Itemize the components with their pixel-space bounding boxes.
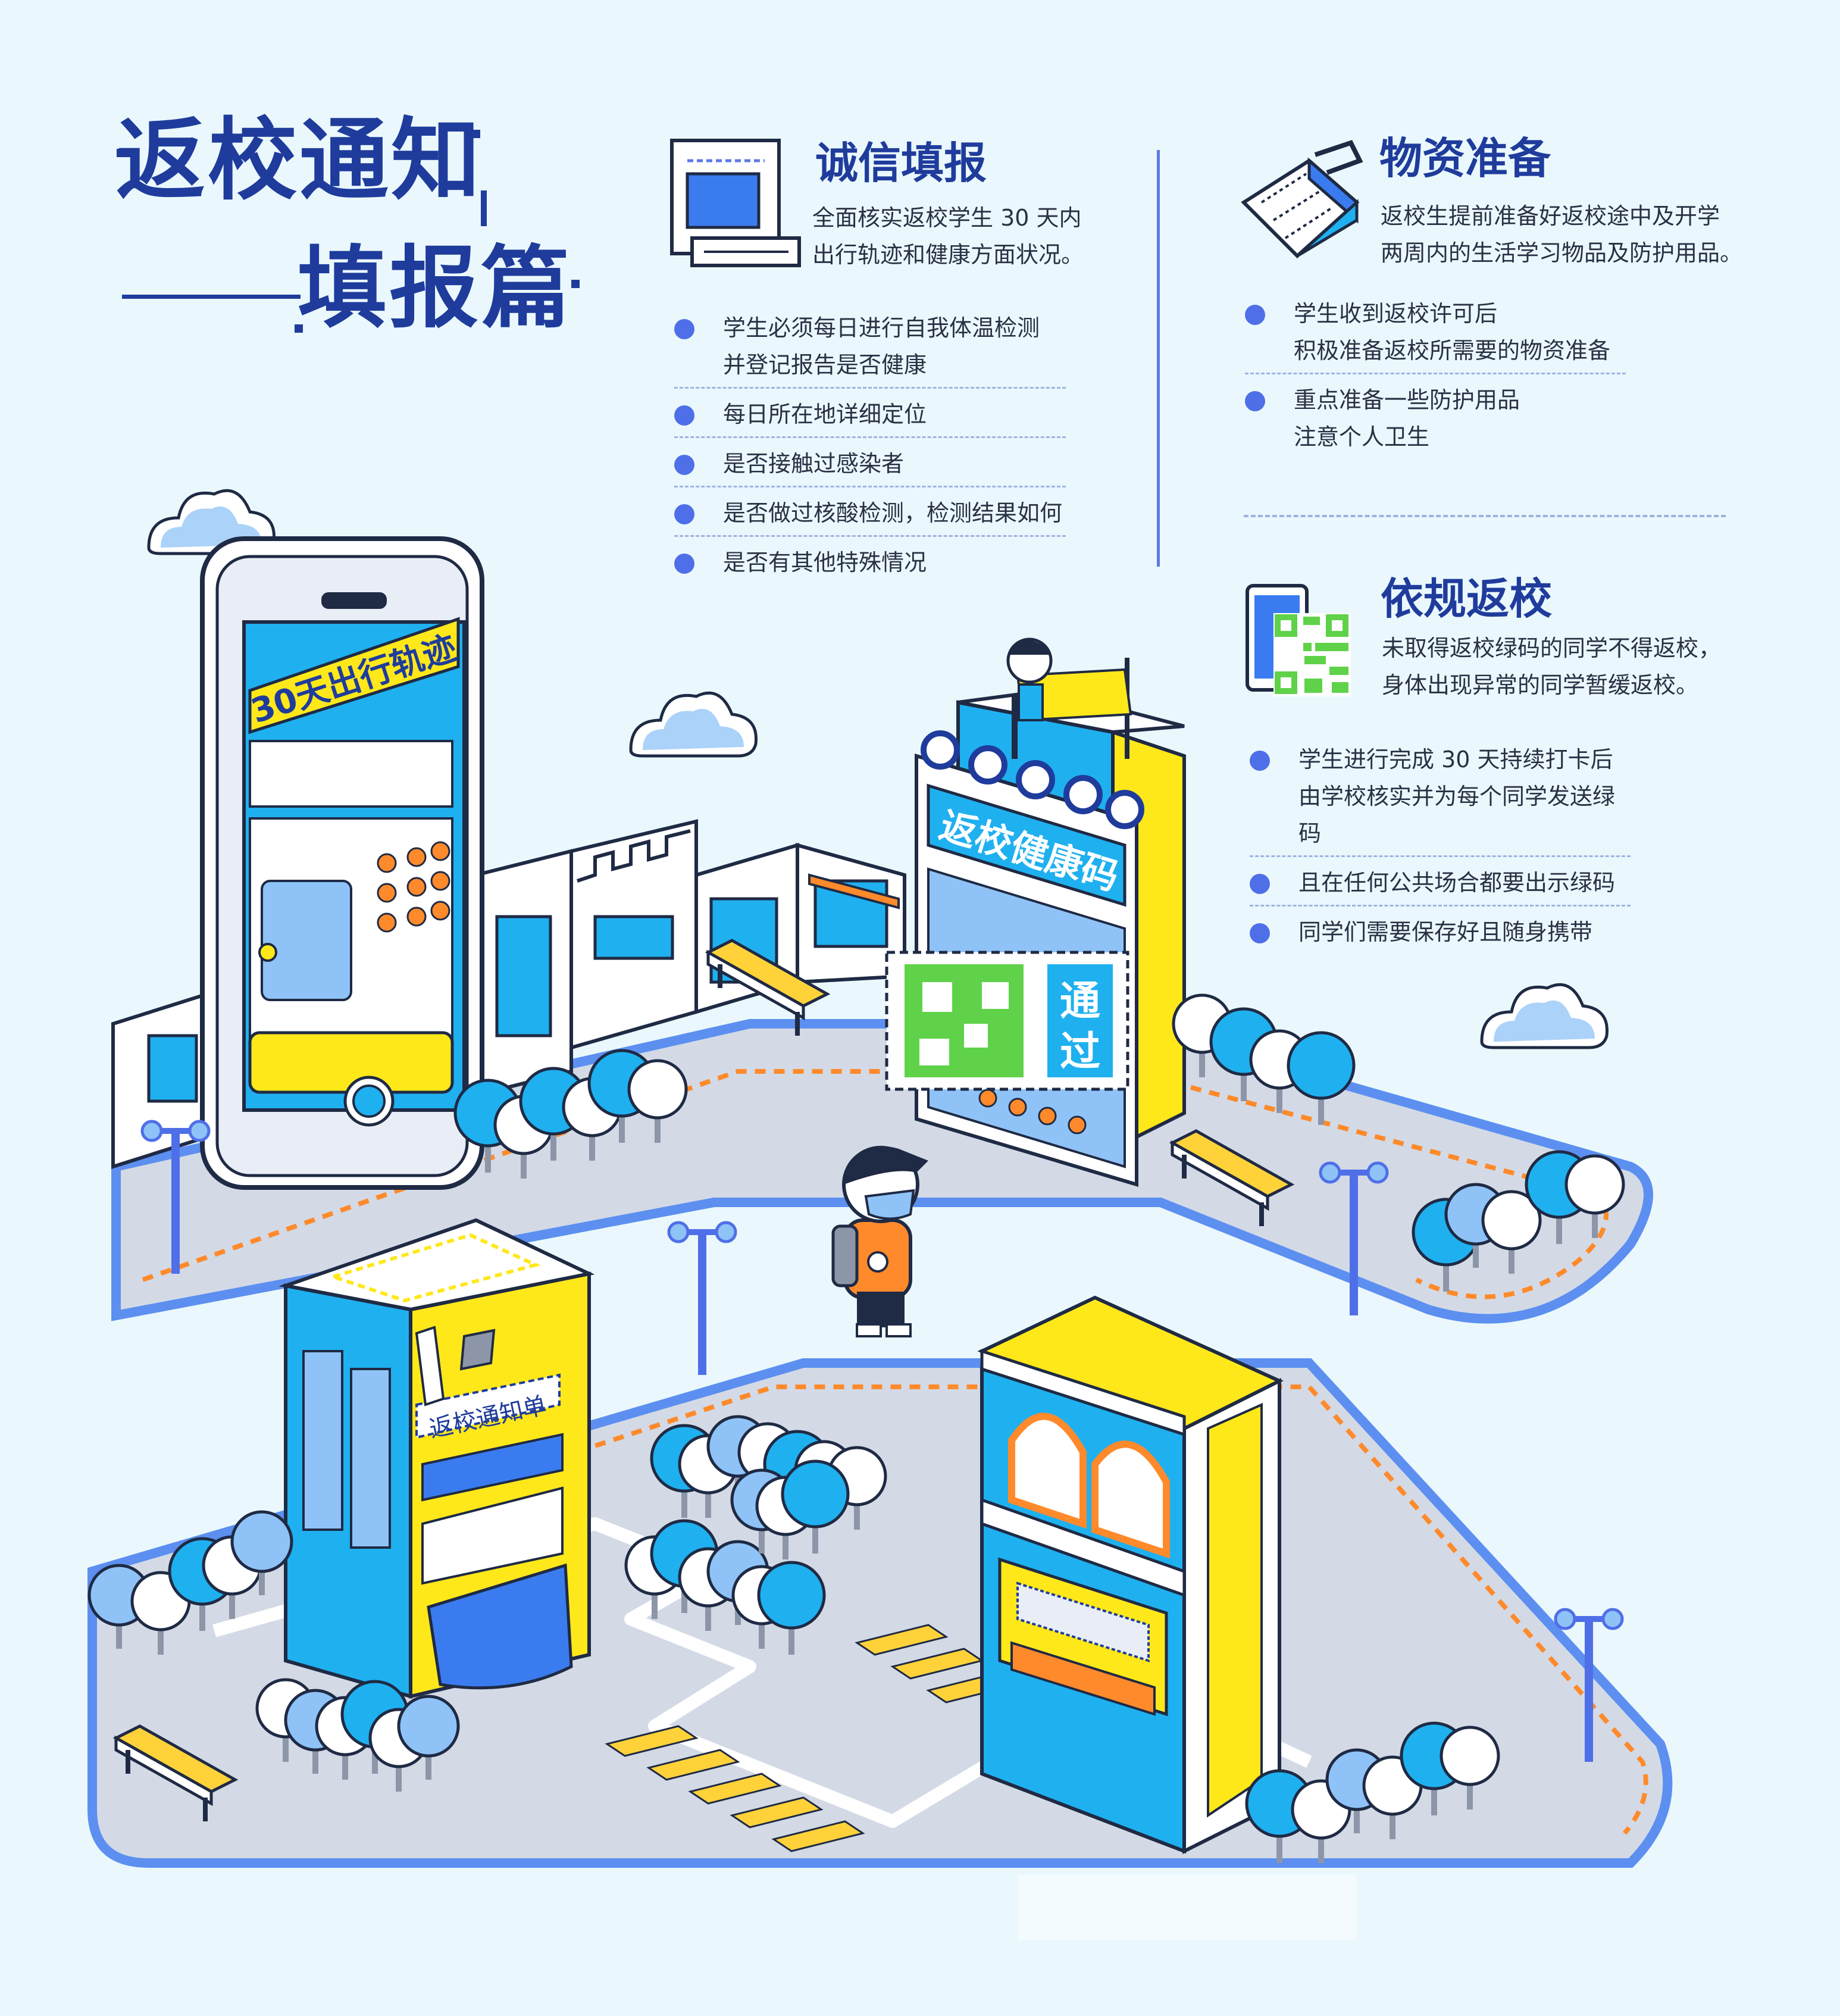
page-subtitle: 填报篇 xyxy=(298,237,573,340)
desc-line: 返校生提前准备好返校途中及开学 xyxy=(1381,203,1720,229)
bullet-line: 并登记报告是否健康 xyxy=(723,352,927,378)
desc-line: 出行轨迹和健康方面状况。 xyxy=(812,242,1084,268)
crosswalk xyxy=(605,1624,1020,1852)
campus-illustration: 30天出行轨迹 返校健康码 xyxy=(0,464,1673,1940)
section-desc-compliance: 未取得返校绿码的同学不得返校， 身体出现异常的同学暂缓返校。 xyxy=(1382,630,1721,704)
title-dash-line xyxy=(122,295,301,299)
desc-line: 身体出现异常的同学暂缓返校。 xyxy=(1382,672,1699,698)
desc-line: 全面核实返校学生 30 天内 xyxy=(812,205,1082,231)
qr-phone-icon xyxy=(1246,584,1351,696)
column-divider xyxy=(1157,150,1160,567)
title-decoration xyxy=(571,280,580,288)
list-item: 且在任何公共场合都要出示绿码 xyxy=(1250,864,1631,907)
pass-label-1: 通 xyxy=(1060,978,1100,1025)
bullet-line: 注意个人卫生 xyxy=(1294,424,1430,450)
bullet-line: 是否有其他特殊情况 xyxy=(723,549,927,576)
list-item: 重点准备一些防护用品 注意个人卫生 xyxy=(1245,382,1626,459)
bullet-line: 学生收到返校许可后 xyxy=(1294,301,1498,327)
list-item: 是否接触过感染者 xyxy=(674,445,1066,487)
list-item: 学生进行完成 30 天持续打卡后 由学校核实并为每个同学发送绿码 xyxy=(1250,741,1631,857)
supplies-bullet-list: 学生收到返校许可后 积极准备返校所需要的物资准备 重点准备一些防护用品 注意个人… xyxy=(1245,295,1626,466)
bullet-line: 同学们需要保存好且随身携带 xyxy=(1298,919,1593,945)
bullet-line: 学生进行完成 30 天持续打卡后 xyxy=(1298,746,1613,773)
section-desc-supplies: 返校生提前准备好返校途中及开学 两周内的生活学习物品及防护用品。 xyxy=(1381,198,1742,271)
title-decoration xyxy=(472,130,480,138)
section-title-supplies: 物资准备 xyxy=(1379,133,1551,183)
cloud-icon xyxy=(631,693,756,756)
document-icon xyxy=(670,139,801,267)
list-item: 每日所在地详细定位 xyxy=(674,396,1066,438)
suitcase-icon xyxy=(1241,140,1363,259)
bullet-line: 且在任何公共场合都要出示绿码 xyxy=(1298,870,1616,896)
title-decoration xyxy=(481,190,487,226)
bullet-line: 由学校核实并为每个同学发送绿码 xyxy=(1298,783,1616,846)
compliance-bullet-list: 学生进行完成 30 天持续打卡后 由学校核实并为每个同学发送绿码 且在任何公共场… xyxy=(1250,741,1631,961)
title-decoration xyxy=(295,324,303,333)
bullet-line: 重点准备一些防护用品 xyxy=(1294,387,1520,413)
notice-building: 返校通知单 xyxy=(278,1218,595,1699)
page-title: 返校通知 xyxy=(116,109,483,212)
list-item: 是否做过核酸检测，检测结果如何 xyxy=(674,495,1066,537)
bullet-line: 是否做过核酸检测，检测结果如何 xyxy=(723,500,1063,526)
bullet-line: 积极准备返校所需要的物资准备 xyxy=(1294,337,1611,364)
phone-illustration: 30天出行轨迹 xyxy=(200,536,484,1190)
street-lamp xyxy=(669,1223,736,1375)
health-code-building: 返校健康码 通 过 xyxy=(885,637,1186,1187)
cloud-icon xyxy=(1482,984,1607,1048)
section-title-compliance: 依规返校 xyxy=(1381,574,1553,624)
arched-building xyxy=(977,1295,1284,1854)
pass-label-2: 过 xyxy=(1060,1029,1100,1076)
student-figure xyxy=(831,1146,928,1337)
title-decoration xyxy=(117,149,125,157)
list-item: 学生收到返校许可后 积极准备返校所需要的物资准备 xyxy=(1245,295,1626,374)
section-desc-integrity: 全面核实返校学生 30 天内 出行轨迹和健康方面状况。 xyxy=(812,199,1084,273)
bullet-line: 是否接触过感染者 xyxy=(723,451,905,477)
section-divider xyxy=(1244,515,1726,517)
bullet-line: 每日所在地详细定位 xyxy=(723,401,927,427)
desc-line: 未取得返校绿码的同学不得返校， xyxy=(1382,635,1722,661)
list-item: 学生必须每日进行自我体温检测 并登记报告是否健康 xyxy=(674,310,1066,389)
list-item: 同学们需要保存好且随身携带 xyxy=(1250,914,1631,954)
desc-line: 两周内的生活学习物品及防护用品。 xyxy=(1381,240,1743,266)
integrity-bullet-list: 学生必须每日进行自我体温检测 并登记报告是否健康 每日所在地详细定位 是否接触过… xyxy=(674,310,1066,592)
list-item: 是否有其他特殊情况 xyxy=(674,544,1066,585)
bullet-line: 学生必须每日进行自我体温检测 xyxy=(723,315,1040,341)
section-title-integrity: 诚信填报 xyxy=(815,138,987,188)
